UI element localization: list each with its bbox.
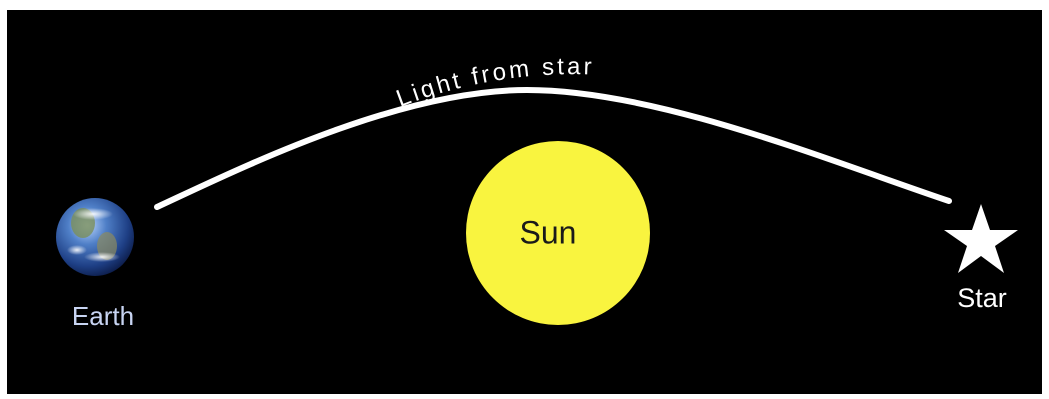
diagram-canvas: Light from star Sun Earth Star xyxy=(7,10,1042,394)
sun-label: Sun xyxy=(520,214,577,250)
star-label: Star xyxy=(957,283,1007,313)
earth-label: Earth xyxy=(72,301,134,331)
earth-icon xyxy=(56,198,134,276)
light-bending-diagram: Light from star Sun Earth Star xyxy=(7,10,1042,394)
light-path-label: Light from star xyxy=(393,53,595,112)
star-icon xyxy=(944,204,1018,273)
